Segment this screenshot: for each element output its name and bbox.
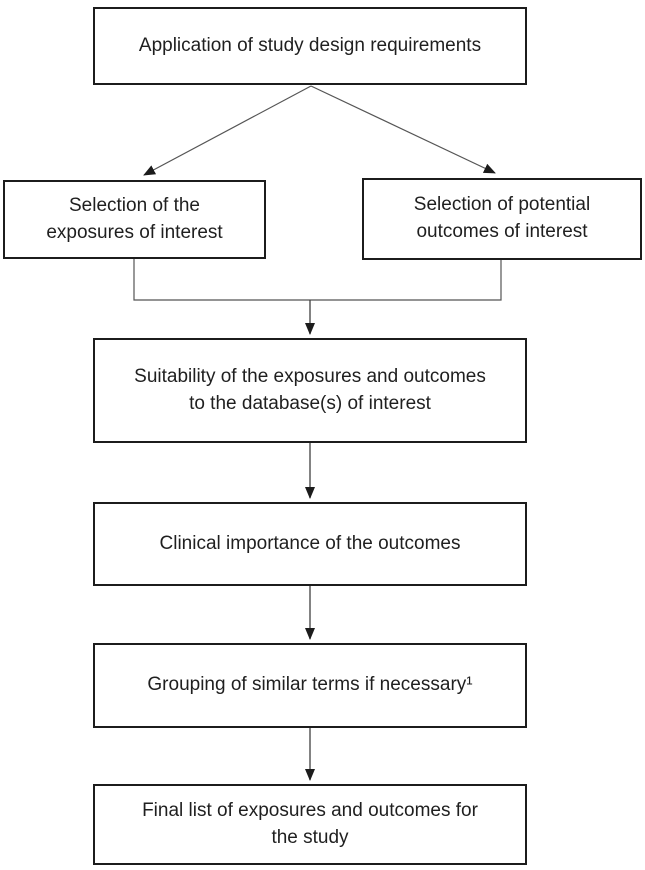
node-label: Final list of exposures and outcomes for… (142, 799, 478, 848)
node-label: Application of study design requirements (138, 34, 482, 56)
node-label: Suitability of the exposures and outcome… (134, 365, 486, 414)
node-suitability-to-databases: Suitability of the exposures and outcome… (93, 338, 527, 443)
edge-application-to-outcomes (310, 85, 496, 174)
edge-merge-connector (133, 259, 502, 301)
node-application-of-study-design-requirements: Application of study design requirements (93, 7, 527, 85)
node-clinical-importance: Clinical importance of the outcomes (93, 502, 527, 586)
node-label: Grouping of similar terms if necessary¹ (147, 674, 473, 696)
node-label: Selection of the exposures of interest (46, 194, 223, 243)
edge-application-to-exposures (143, 85, 312, 176)
node-final-list: Final list of exposures and outcomes for… (93, 784, 527, 865)
node-selection-of-outcomes: Selection of potential outcomes of inter… (362, 178, 642, 260)
node-label: Clinical importance of the outcomes (159, 532, 461, 554)
node-grouping-of-similar-terms: Grouping of similar terms if necessary¹ (93, 643, 527, 728)
node-selection-of-exposures: Selection of the exposures of interest (3, 180, 266, 259)
node-label: Selection of potential outcomes of inter… (413, 194, 591, 242)
